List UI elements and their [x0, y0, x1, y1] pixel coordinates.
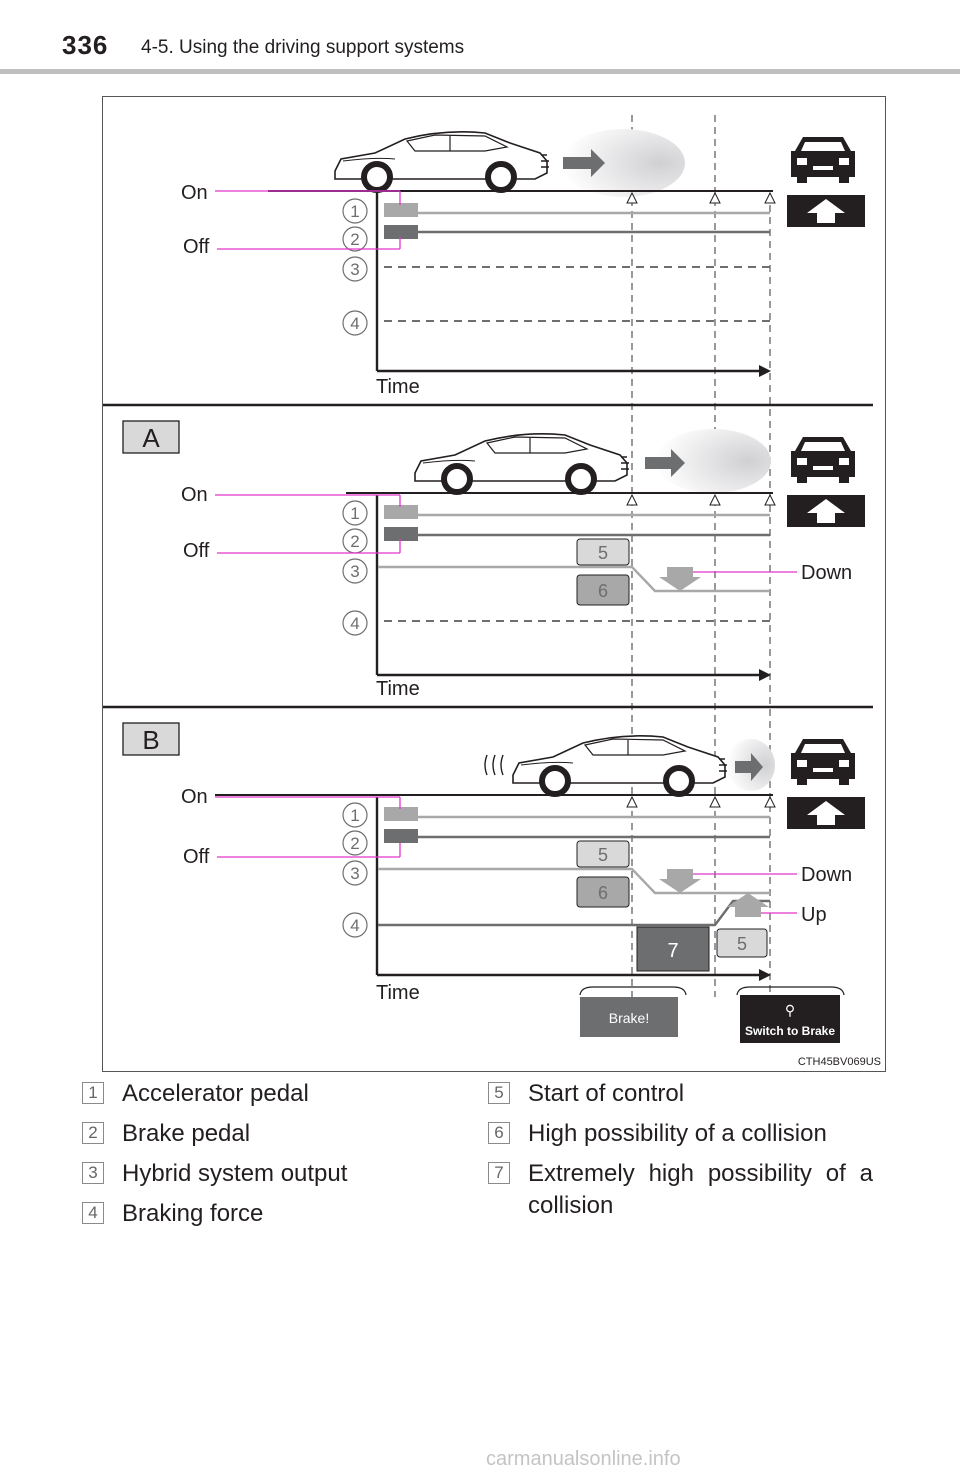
time-label: Time: [376, 678, 420, 700]
timing-guides: [631, 115, 771, 997]
on-label: On: [181, 182, 208, 204]
row-num: 1: [350, 202, 359, 221]
high-possibility-num: 6: [598, 883, 608, 903]
row-num: 3: [350, 864, 359, 883]
legend-num: 2: [82, 1122, 104, 1144]
panel-b: B 5 6 7 5 1 2 3 4 On: [122, 722, 865, 1043]
header-rule: [0, 69, 960, 74]
legend-num: 7: [488, 1162, 510, 1184]
start-control-num: 5: [737, 934, 747, 954]
start-control-num: 5: [598, 845, 608, 865]
on-label: On: [181, 786, 208, 808]
down-label: Down: [801, 864, 852, 886]
page-number: 336: [62, 30, 109, 60]
row-num: 2: [350, 532, 359, 551]
row-labels: 1 2 3 4: [342, 198, 368, 336]
legend-text: Start of control: [528, 1080, 685, 1107]
brake-warning-screen: Brake!: [609, 1010, 649, 1026]
legend-text: Braking force: [122, 1200, 264, 1227]
legend-text: High possibility of a collision: [528, 1120, 827, 1147]
switch-brake-screen: Switch to Brake: [745, 1024, 835, 1038]
row-num: 3: [350, 562, 359, 581]
figure-code: CTH45BV069US: [798, 1056, 881, 1068]
row-num: 2: [350, 230, 359, 249]
row-num: 1: [350, 806, 359, 825]
off-label: Off: [183, 236, 210, 258]
start-control-num: 5: [598, 543, 608, 563]
up-label: Up: [801, 904, 827, 926]
legend-num: 4: [82, 1202, 104, 1224]
legend-text: Hybrid system output: [122, 1160, 348, 1187]
section-title: 4-5. Using the driving support systems: [141, 37, 465, 58]
off-label: Off: [183, 540, 210, 562]
panel-a: A 5 6 1 2 3 4 On Off Dow: [122, 420, 865, 700]
legend-text: Accelerator pedal: [122, 1080, 309, 1107]
watermark: carmanualsonline.info: [486, 1448, 681, 1470]
row-num: 4: [350, 314, 359, 333]
panel-a-label: A: [142, 423, 160, 453]
legend-num: 6: [488, 1122, 510, 1144]
legend-num: 5: [488, 1082, 510, 1104]
time-label: Time: [376, 376, 420, 398]
row-num: 4: [350, 614, 359, 633]
row-num: 2: [350, 834, 359, 853]
panel-normal: 1 2 3 4 On Off Time: [181, 129, 865, 398]
on-label: On: [181, 484, 208, 506]
down-label: Down: [801, 562, 852, 584]
extreme-possibility-num: 7: [667, 940, 678, 962]
high-possibility-num: 6: [598, 581, 608, 601]
legend-num: 1: [82, 1082, 104, 1104]
off-label: Off: [183, 846, 210, 868]
row-num: 4: [350, 916, 359, 935]
page-header: 336 4-5. Using the driving support syste…: [0, 0, 960, 78]
foot-icon: ⚲: [785, 1002, 795, 1018]
timing-figure: 1 2 3 4 On Off Time A: [102, 96, 886, 1072]
legend-text: Brake pedal: [122, 1120, 251, 1147]
legend-text: Extremely high possibility of a collisio…: [528, 1160, 873, 1219]
time-label: Time: [376, 982, 420, 1004]
row-num: 3: [350, 260, 359, 279]
legend-num: 3: [82, 1162, 104, 1184]
panel-b-label: B: [142, 725, 159, 755]
row-num: 1: [350, 504, 359, 523]
